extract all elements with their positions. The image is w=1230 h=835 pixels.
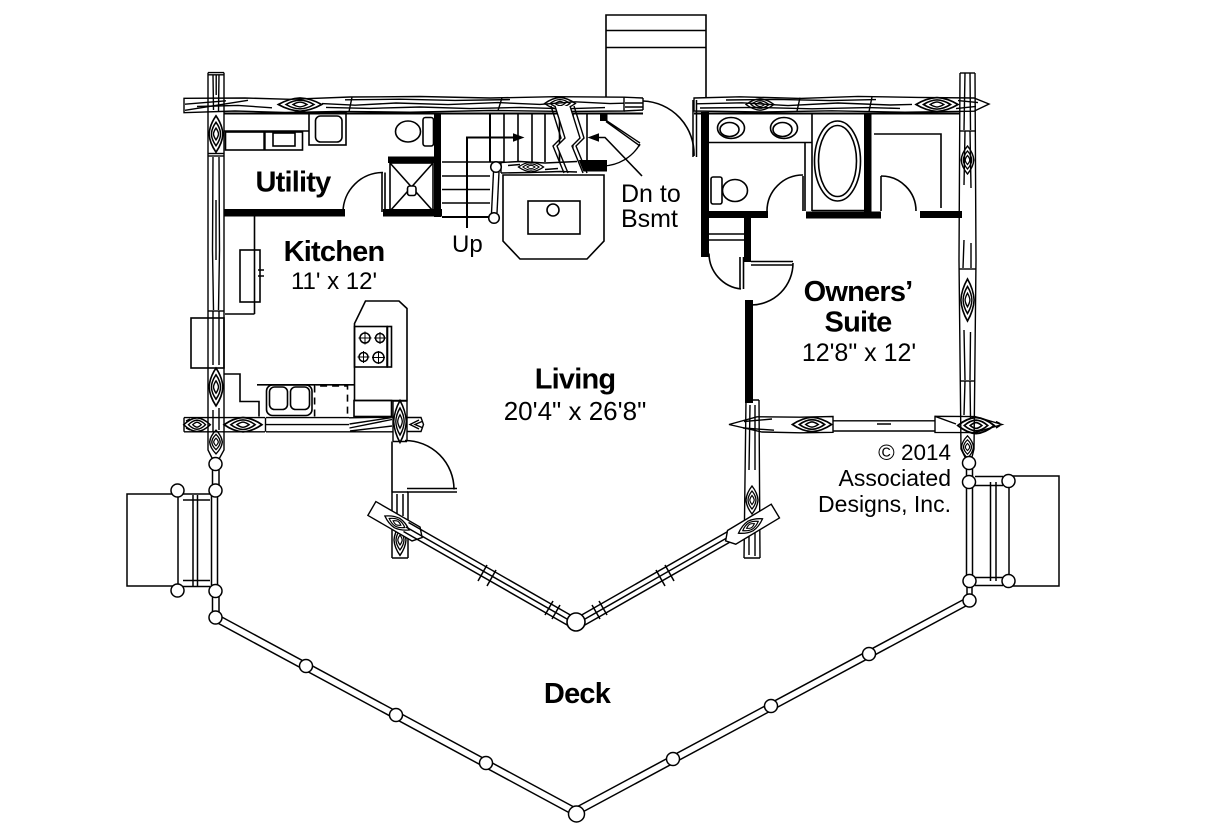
svg-text:11' x 12': 11' x 12': [291, 268, 377, 295]
svg-text:20'4" x 26'8": 20'4" x 26'8": [504, 396, 647, 426]
svg-text:Deck: Deck: [544, 678, 612, 710]
svg-text:Owners’: Owners’: [804, 276, 913, 308]
svg-text:Up: Up: [452, 231, 483, 258]
svg-text:12'8" x 12': 12'8" x 12': [802, 339, 916, 367]
svg-text:Living: Living: [535, 364, 616, 396]
svg-text:Kitchen: Kitchen: [284, 236, 385, 268]
svg-text:© 2014: © 2014: [878, 440, 951, 465]
svg-text:Utility: Utility: [256, 167, 332, 199]
svg-text:Suite: Suite: [825, 307, 893, 339]
svg-text:Dn to: Dn to: [621, 180, 681, 208]
svg-text:Designs, Inc.: Designs, Inc.: [818, 491, 951, 517]
svg-text:Associated: Associated: [838, 465, 951, 491]
svg-text:Bsmt: Bsmt: [621, 205, 678, 233]
